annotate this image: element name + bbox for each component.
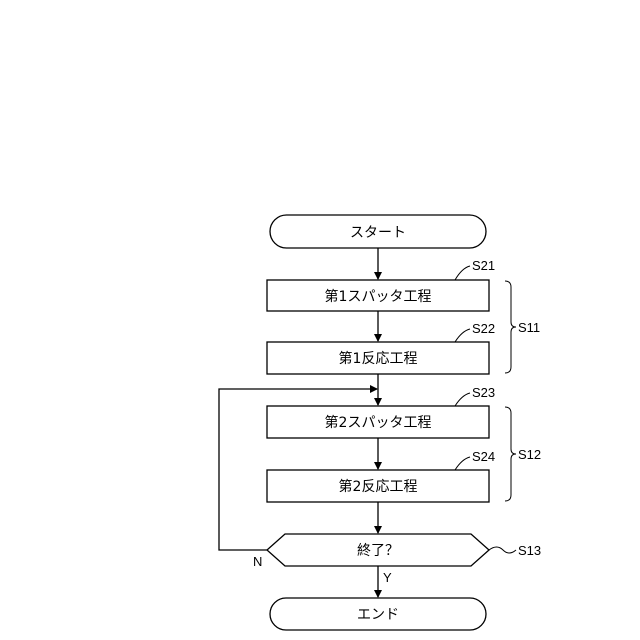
s23-ref: S23 xyxy=(472,385,495,400)
s11-ref: S11 xyxy=(518,320,540,335)
step-s21: 第1スパッタ工程 xyxy=(267,280,489,311)
start-label: スタート xyxy=(350,225,406,241)
decision-s13: 終了？ xyxy=(267,534,489,566)
s12-ref: S12 xyxy=(518,447,541,462)
s24-ref: S24 xyxy=(472,449,495,464)
s22-ref: S22 xyxy=(472,321,495,336)
step-s23-label: 第2スパッタ工程 xyxy=(325,414,432,431)
branch-yes-label: Y xyxy=(383,570,392,585)
s23-leader xyxy=(455,393,470,406)
step-s21-label: 第1スパッタ工程 xyxy=(325,288,432,305)
s21-leader xyxy=(455,266,470,280)
branch-no-label: N xyxy=(253,554,262,569)
s24-leader xyxy=(455,457,470,470)
step-s24-label: 第2反応工程 xyxy=(339,478,418,495)
step-s24: 第2反応工程 xyxy=(267,470,489,502)
s11-brace xyxy=(505,281,516,373)
step-s22: 第1反応工程 xyxy=(267,342,489,374)
end-label: エンド xyxy=(357,607,399,623)
decision-s13-label: 終了？ xyxy=(357,543,399,559)
s12-brace xyxy=(505,407,516,501)
step-s23: 第2スパッタ工程 xyxy=(267,406,489,438)
start-terminal: スタート xyxy=(270,215,486,248)
step-s22-label: 第1反応工程 xyxy=(339,350,418,367)
s13-ref: S13 xyxy=(518,543,541,558)
end-terminal: エンド xyxy=(270,598,486,630)
s21-ref: S21 xyxy=(472,258,495,273)
s13-leader xyxy=(489,547,516,553)
s22-leader xyxy=(455,329,470,342)
